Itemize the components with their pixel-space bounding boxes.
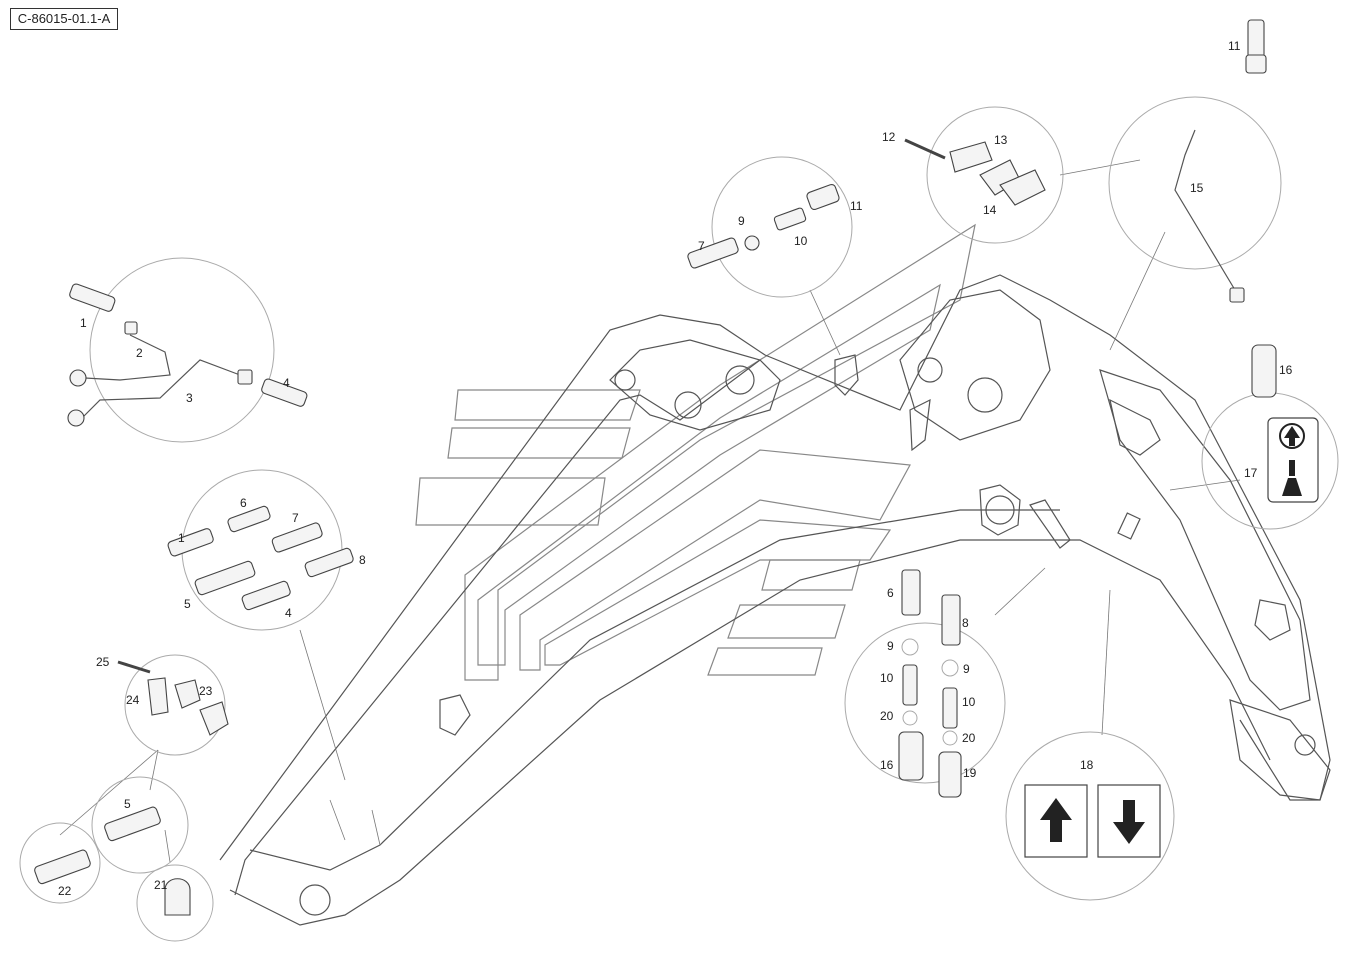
callout-24: 24 bbox=[126, 693, 140, 707]
callout-16: 16 bbox=[1279, 363, 1293, 377]
leader-lines bbox=[59, 159, 1241, 863]
coupling-set-center bbox=[898, 569, 962, 798]
callout-2: 2 bbox=[136, 346, 143, 360]
callout-20: 20 bbox=[880, 709, 894, 723]
callout-20: 20 bbox=[962, 731, 976, 745]
watermark-logo bbox=[415, 223, 976, 681]
callout-14: 14 bbox=[983, 203, 997, 217]
callout-22: 22 bbox=[58, 884, 72, 898]
callout-4: 4 bbox=[285, 606, 292, 620]
callout-6: 6 bbox=[887, 586, 894, 600]
detail-circles bbox=[19, 96, 1339, 942]
fittings-set-left bbox=[167, 505, 354, 611]
callout-25: 25 bbox=[96, 655, 110, 669]
callout-labels: 1 2 3 4 1 6 7 8 5 4 7 9 10 11 12 13 14 1… bbox=[58, 39, 1293, 898]
callout-5: 5 bbox=[184, 597, 191, 611]
pipe-set-upper-left bbox=[67, 283, 308, 427]
callout-13: 13 bbox=[994, 133, 1008, 147]
callout-11: 11 bbox=[850, 199, 863, 213]
clamp-set-top bbox=[904, 138, 1046, 206]
pipe-vertical-right bbox=[1174, 19, 1277, 398]
callout-8: 8 bbox=[962, 616, 969, 630]
callout-23: 23 bbox=[199, 684, 213, 698]
callout-3: 3 bbox=[186, 391, 193, 405]
callout-7: 7 bbox=[292, 511, 299, 525]
callout-10: 10 bbox=[880, 671, 894, 685]
callout-19: 19 bbox=[963, 766, 977, 780]
callout-4: 4 bbox=[283, 376, 290, 390]
decal-up-down-arrows bbox=[1024, 784, 1161, 858]
callout-15: 15 bbox=[1190, 181, 1204, 195]
callout-9: 9 bbox=[738, 214, 745, 228]
boom-arm bbox=[219, 274, 1331, 926]
callout-6: 6 bbox=[240, 496, 247, 510]
decal-lift-up bbox=[1267, 417, 1319, 503]
callout-10: 10 bbox=[962, 695, 976, 709]
callout-10: 10 bbox=[794, 234, 808, 248]
callout-5: 5 bbox=[124, 797, 131, 811]
callout-9: 9 bbox=[887, 639, 894, 653]
callout-11: 11 bbox=[1228, 39, 1241, 53]
callout-1: 1 bbox=[178, 531, 185, 545]
drawing-reference-code: C-86015-01.1-A bbox=[10, 8, 118, 30]
callout-8: 8 bbox=[359, 553, 366, 567]
callout-17: 17 bbox=[1244, 466, 1258, 480]
callout-1: 1 bbox=[80, 316, 87, 330]
callout-21: 21 bbox=[154, 878, 168, 892]
callout-16: 16 bbox=[880, 758, 894, 772]
clamp-set-lower-left bbox=[117, 660, 229, 736]
callout-18: 18 bbox=[1080, 758, 1094, 772]
callout-7: 7 bbox=[698, 239, 705, 253]
callout-9: 9 bbox=[963, 662, 970, 676]
callout-12: 12 bbox=[882, 130, 896, 144]
fittings-set-top bbox=[687, 183, 840, 269]
fittings-set-bottom-left bbox=[34, 806, 191, 916]
